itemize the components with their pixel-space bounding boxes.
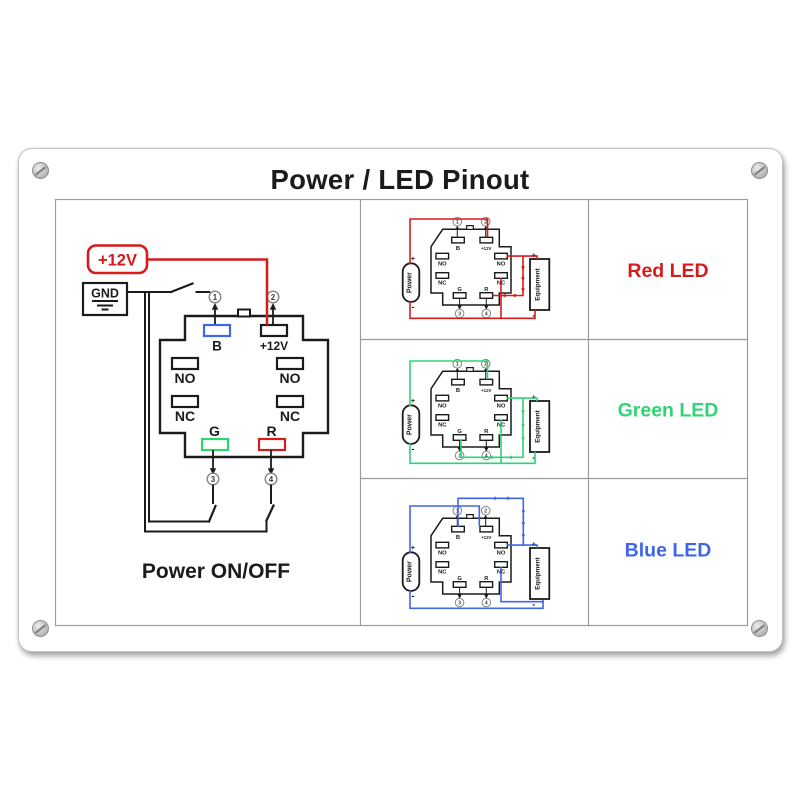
screw-icon (751, 620, 768, 637)
screw-icon (751, 162, 768, 179)
screw-icon (32, 620, 49, 637)
mounting-panel (18, 148, 783, 652)
screw-icon (32, 162, 49, 179)
